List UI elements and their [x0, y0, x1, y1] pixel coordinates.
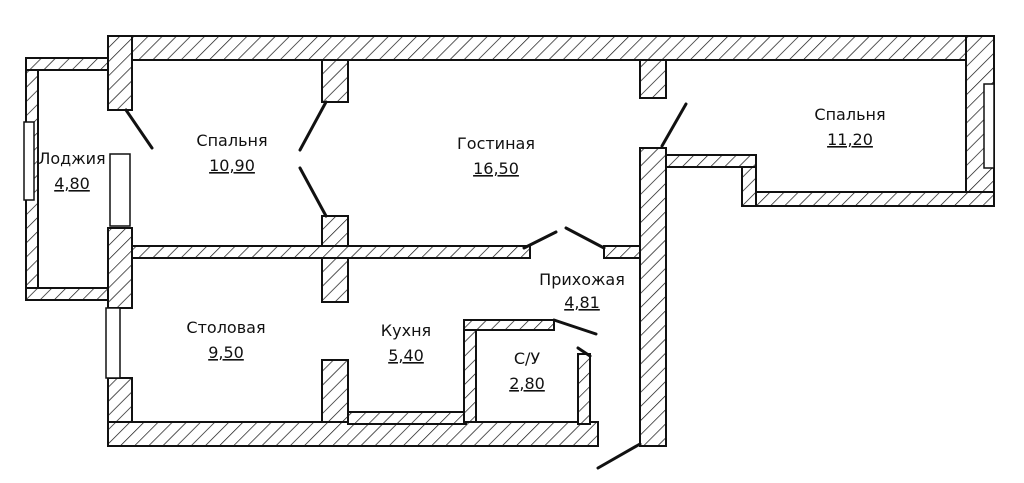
door-hall-2 [564, 226, 606, 250]
doors [124, 100, 688, 470]
room-area-kitchen: 5,40 [388, 346, 424, 365]
room-area-loggia: 4,80 [54, 174, 90, 193]
window-dining [105, 307, 121, 379]
room-name-living: Гостиная [457, 134, 535, 153]
door-hall-1 [522, 230, 558, 250]
room-labels: Лоджия 4,80 Спальня 10,90 Гостиная 16,50… [38, 105, 885, 393]
door-bedroom2 [660, 102, 688, 148]
room-area-dining: 9,50 [208, 343, 244, 362]
door-bathroom [552, 318, 598, 336]
room-name-bedroom1: Спальня [196, 131, 267, 150]
exterior-walls [107, 35, 995, 447]
room-name-bathroom: С/У [514, 349, 541, 368]
door-bathroom-leaf [576, 346, 592, 358]
room-area-living: 16,50 [473, 159, 519, 178]
room-name-hallway: Прихожая [539, 270, 625, 289]
windows [23, 83, 995, 379]
door-entrance [596, 442, 642, 470]
window-loggia-inner [109, 153, 131, 227]
room-area-hallway: 4,81 [564, 293, 600, 312]
room-area-bedroom1: 10,90 [209, 156, 255, 175]
room-name-loggia: Лоджия [38, 149, 105, 168]
window-loggia [23, 121, 35, 201]
room-area-bathroom: 2,80 [509, 374, 545, 393]
room-name-kitchen: Кухня [381, 321, 431, 340]
room-area-bedroom2: 11,20 [827, 130, 873, 149]
interior-walls [131, 59, 757, 425]
room-name-dining: Столовая [186, 318, 265, 337]
window-bedroom2 [983, 83, 995, 169]
room-name-bedroom2: Спальня [814, 105, 885, 124]
door-living [298, 166, 328, 218]
door-bedroom1-right [298, 100, 328, 152]
door-bedroom1-left [124, 108, 154, 150]
